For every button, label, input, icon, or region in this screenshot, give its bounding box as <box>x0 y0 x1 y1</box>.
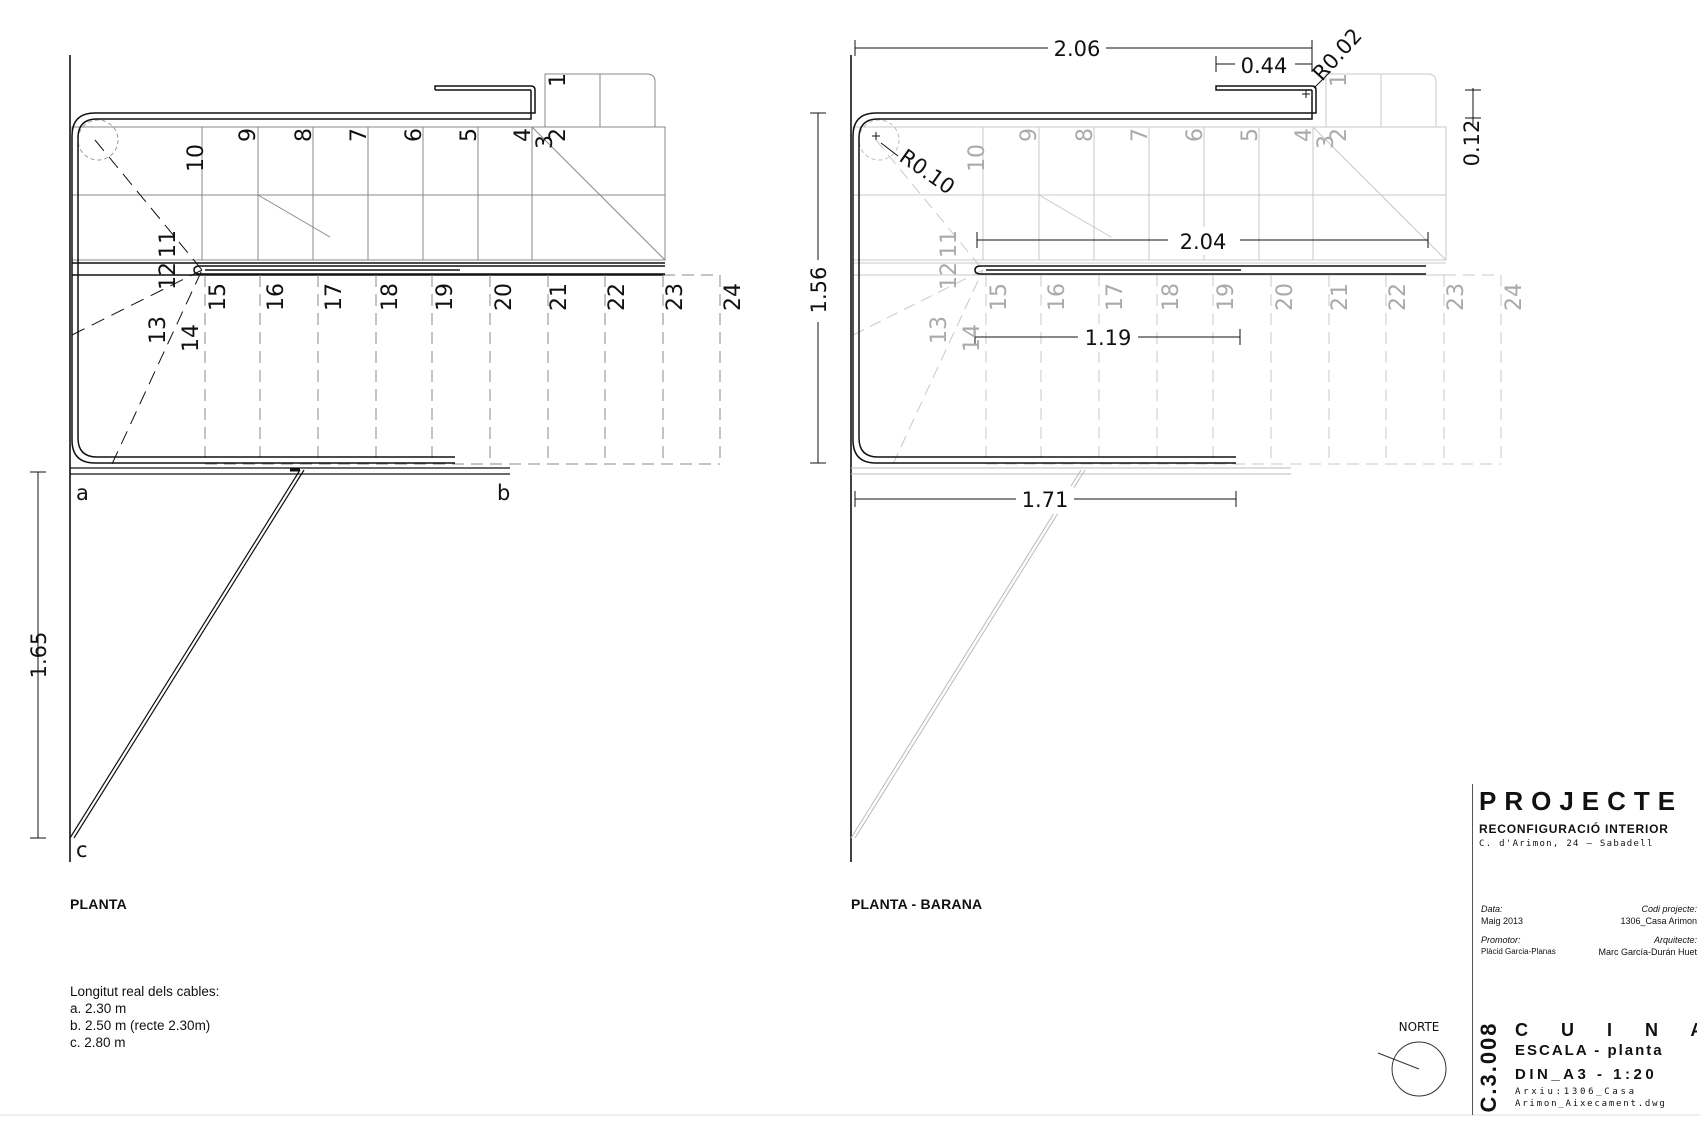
cable-note-a: a. 2.30 m <box>70 1001 127 1016</box>
promoter-label: Promotor: <box>1481 935 1521 945</box>
dim-1-65: 1.65 <box>27 632 51 679</box>
promoter-value: Plàcid Garcia-Planas <box>1481 947 1556 956</box>
step-label: 12 <box>156 262 181 290</box>
step-label: 1 <box>546 73 571 87</box>
cable-note-c: c. 2.80 m <box>70 1035 126 1050</box>
step-label: 23 <box>1444 283 1469 311</box>
cable-c-label: c <box>76 838 88 862</box>
step-label: 22 <box>605 283 630 311</box>
step-label: 9 <box>236 128 261 142</box>
step-label: 15 <box>206 283 231 311</box>
code-label: Codi projecte: <box>1641 904 1697 914</box>
step-label: 10 <box>184 144 209 172</box>
drawing-name: ESCALA - planta <box>1515 1042 1664 1059</box>
dim-0-44: 0.44 <box>1241 54 1288 78</box>
dim-0-12: 0.12 <box>1460 120 1484 167</box>
date-label: Data: <box>1481 904 1503 914</box>
step-label: 7 <box>347 128 372 142</box>
right-plan-caption: PLANTA - BARANA <box>851 896 983 912</box>
dim-r0-10: R0.10 <box>895 144 959 199</box>
step-label: 20 <box>492 283 517 311</box>
step-label: 20 <box>1273 283 1298 311</box>
file-line-2: Arimon_Aixecament.dwg <box>1515 1099 1667 1109</box>
left-step-numbers: 10 9 8 7 6 5 4 3 2 1 11 12 13 14 15 16 1… <box>146 73 746 352</box>
step-label: 1 <box>1327 73 1352 87</box>
step-label: 13 <box>927 316 952 344</box>
left-plan-caption: PLANTA <box>70 896 127 912</box>
left-stair-plan: 10 9 8 7 6 5 4 3 2 1 11 12 13 14 15 16 1… <box>27 55 746 862</box>
step-label: 16 <box>264 283 289 311</box>
north-label: NORTE <box>1399 1020 1440 1034</box>
step-label: 24 <box>1502 283 1527 311</box>
cable-notes-title: Longitut real dels cables: <box>70 984 220 999</box>
architect-label: Arquitecte: <box>1653 935 1697 945</box>
sheet-number: C.3.008 <box>1476 1021 1501 1113</box>
step-label: 5 <box>1238 128 1263 142</box>
step-label: 11 <box>937 230 962 258</box>
step-label: 17 <box>322 283 347 311</box>
step-label: 12 <box>937 262 962 290</box>
step-label: 21 <box>1328 283 1353 311</box>
step-label: 3 <box>533 135 558 149</box>
step-label: 7 <box>1128 128 1153 142</box>
step-label: 24 <box>721 283 746 311</box>
cable-a-label: a <box>76 481 89 505</box>
step-label: 18 <box>378 283 403 311</box>
architect-value: Marc García-Durán Huet <box>1598 947 1697 957</box>
step-label: 9 <box>1017 128 1042 142</box>
right-stair-plan: 10 9 8 7 6 5 4 3 2 1 11 12 13 14 15 16 1… <box>804 24 1527 862</box>
step-label: 2 <box>1327 128 1352 142</box>
step-label: 19 <box>433 283 458 311</box>
file-line-1: Arxiu:1306_Casa <box>1515 1087 1637 1097</box>
step-label: 22 <box>1386 283 1411 311</box>
step-label: 6 <box>1183 128 1208 142</box>
format-scale: DIN_A3 - 1:20 <box>1515 1066 1658 1083</box>
step-label: 6 <box>402 128 427 142</box>
title-block: PROJECTE RECONFIGURACIÓ INTERIOR C. d'Ar… <box>1472 784 1700 1115</box>
step-label: 16 <box>1045 283 1070 311</box>
step-label: 14 <box>960 324 985 352</box>
step-label: 3 <box>1314 135 1339 149</box>
dim-1-71: 1.71 <box>1022 488 1069 512</box>
step-label: 23 <box>663 283 688 311</box>
step-label: 5 <box>457 128 482 142</box>
code-value: 1306_Casa Arimon <box>1620 916 1697 926</box>
step-label: 8 <box>1073 128 1098 142</box>
step-label: 21 <box>547 283 572 311</box>
step-label: 18 <box>1159 283 1184 311</box>
step-label: 17 <box>1103 283 1128 311</box>
step-label: 8 <box>292 128 317 142</box>
step-label: 4 <box>1292 128 1317 142</box>
step-label: 4 <box>511 128 536 142</box>
project-address: C. d'Arimon, 24 – Sabadell <box>1479 839 1654 849</box>
step-label: 11 <box>156 230 181 258</box>
cable-note-b: b. 2.50 m (recte 2.30m) <box>70 1018 211 1033</box>
cable-notes: Longitut real dels cables: a. 2.30 m b. … <box>70 983 219 1051</box>
dim-2-04: 2.04 <box>1180 230 1227 254</box>
step-label: 15 <box>987 283 1012 311</box>
north-arrow-icon <box>1377 1041 1447 1097</box>
project-heading: PROJECTE <box>1479 786 1684 816</box>
dim-2-06: 2.06 <box>1054 37 1101 61</box>
date-value: Maig 2013 <box>1481 916 1524 926</box>
room-name: C U I N A <box>1515 1020 1697 1040</box>
dim-1-19: 1.19 <box>1085 326 1132 350</box>
cable-b-label: b <box>497 481 510 505</box>
step-label: 19 <box>1214 283 1239 311</box>
step-label: 13 <box>146 316 171 344</box>
step-label: 14 <box>179 324 204 352</box>
step-label: 2 <box>546 128 571 142</box>
step-label: 10 <box>965 144 990 172</box>
project-subtitle: RECONFIGURACIÓ INTERIOR <box>1479 822 1669 836</box>
dim-1-56: 1.56 <box>807 267 831 314</box>
